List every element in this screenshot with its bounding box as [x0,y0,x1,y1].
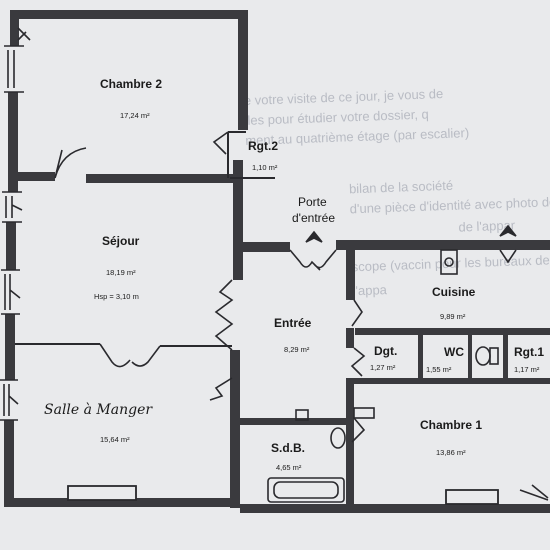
walls [4,10,550,513]
room-name-sejour: Séjour [102,234,140,248]
kitchen-arrow-icon [499,224,517,237]
doors [54,131,517,443]
room-name-cuisine: Cuisine [432,285,476,299]
room-height-sejour: Hsp = 3,10 m [94,292,139,301]
room-name-rgt2: Rgt.2 [248,139,278,153]
bg-line-1: e votre visite de ce jour, je vous de [244,86,444,108]
bg-line-7: scope (vaccin pour les bureaux de [351,252,549,274]
room-name-entree: Entrée [274,316,312,330]
room-area-chambre2: 17,24 m² [120,111,150,120]
room-area-rgt1: 1,17 m² [514,365,540,374]
room-name-salle-a-manger: Salle à Manger [44,402,153,418]
bathtub-icon [267,477,345,503]
partitions [15,131,275,347]
room-area-wc: 1,55 m² [426,365,452,374]
room-name-chambre2: Chambre 2 [100,77,162,91]
bg-line-4: bilan de la société [349,178,454,197]
room-area-sdb: 4,65 m² [276,463,302,472]
room-area-chambre1: 13,86 m² [436,448,466,457]
room-name-dgt: Dgt. [374,344,397,358]
bg-line-6: de l'appar [458,218,516,235]
bathroom-sink-icon [330,427,346,449]
room-area-salle-a-manger: 15,64 m² [100,435,130,444]
fixtures [267,224,517,503]
room-name-chambre1: Chambre 1 [420,418,482,432]
kitchen-sink-icon [440,249,458,275]
background-letter-text: e votre visite de ce jour, je vous de il… [244,86,550,298]
room-area-dgt: 1,27 m² [370,363,396,372]
bg-line-2: iles pour étudier votre dossier, q [244,107,429,128]
room-area-rgt2: 1,10 m² [252,163,278,172]
room-name-sdb: S.d.B. [271,441,305,455]
entrance-arrow-icon [305,230,323,243]
room-name-wc: WC [444,345,464,359]
label-d-entree: d'entrée [292,211,335,225]
label-porte: Porte [298,195,327,209]
bg-line-8: l'appa [352,282,388,298]
room-area-entree: 8,29 m² [284,345,310,354]
room-area-cuisine: 9,89 m² [440,312,466,321]
room-name-rgt1: Rgt.1 [514,345,544,359]
windows [0,27,549,505]
room-area-sejour: 18,19 m² [106,268,136,277]
